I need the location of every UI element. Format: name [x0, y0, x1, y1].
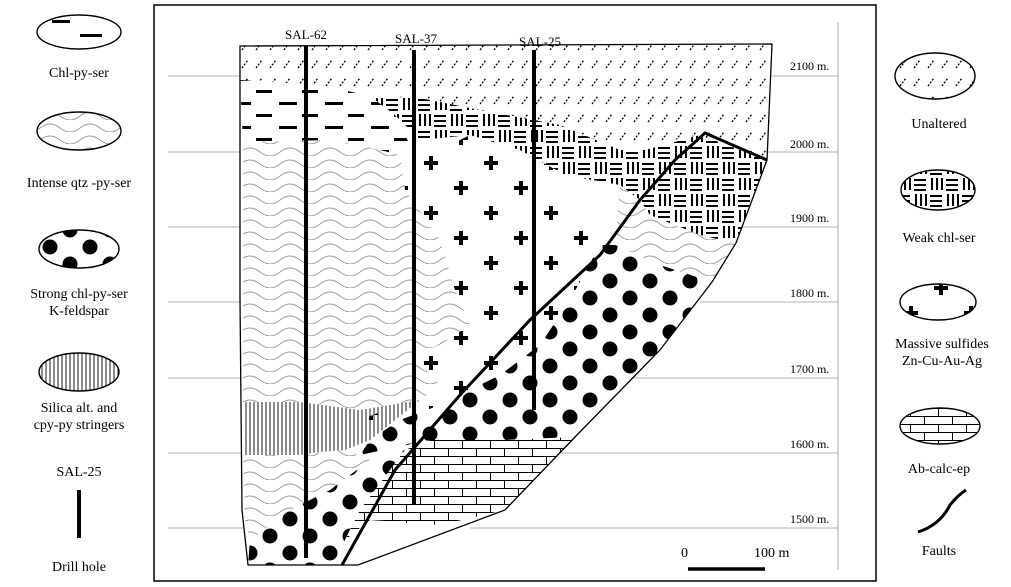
legend-swatch-unaltered	[895, 53, 975, 99]
legend-label-ab-calc-ep: Ab-calc-ep	[880, 461, 998, 478]
legend-label-faults: Faults	[880, 543, 998, 560]
legend-label-massive-sulfides: Massive sulfides Zn-Cu-Au-Ag	[878, 336, 1006, 370]
legend-swatch-intense-qtz	[37, 112, 121, 150]
legend-label-weak-chl-ser: Weak chl-ser	[880, 230, 998, 247]
legend-swatch-strong-chl	[39, 230, 119, 268]
legend-fault-icon	[918, 490, 966, 532]
legend-drill-hole-sample: SAL-25	[20, 464, 138, 481]
elevation-label: 2100 m.	[790, 59, 829, 74]
elevation-label: 1800 m.	[790, 286, 829, 301]
legend-label-chl-py-ser: Chl-py-ser	[20, 65, 138, 82]
legend-swatch-chl-py-ser	[37, 15, 121, 49]
legend-swatch-ab-calc-ep	[900, 408, 980, 444]
legend-right-swatches	[895, 53, 980, 444]
scale-bar-end-label: 100 m	[754, 546, 789, 562]
drill-hole-label-sal-37: SAL-37	[395, 31, 437, 47]
elevation-label: 2000 m.	[790, 137, 829, 152]
legend-swatch-massive-sulfides	[900, 284, 976, 320]
elevation-label: 1700 m.	[790, 362, 829, 377]
scale-bar-start-label: 0	[681, 546, 688, 562]
elevation-label: 1600 m.	[790, 437, 829, 452]
elevation-label: 1900 m.	[790, 211, 829, 226]
legend-swatch-weak-chl-ser	[901, 170, 975, 210]
legend-label-unaltered: Unaltered	[880, 116, 998, 133]
drill-hole-label-sal-62: SAL-62	[285, 27, 327, 43]
legend-label-drill-hole: Drill hole	[20, 559, 138, 576]
elevation-label: 1500 m.	[790, 512, 829, 527]
drill-hole-label-sal-25: SAL-25	[519, 34, 561, 50]
legend-label-strong-chl: Strong chl-py-ser K-feldspar	[4, 286, 154, 320]
legend-label-intense-qtz: Intense qtz -py-ser	[4, 175, 154, 192]
legend-swatch-silica	[39, 353, 119, 391]
legend-label-silica: Silica alt. and cpy-py stringers	[4, 400, 154, 434]
